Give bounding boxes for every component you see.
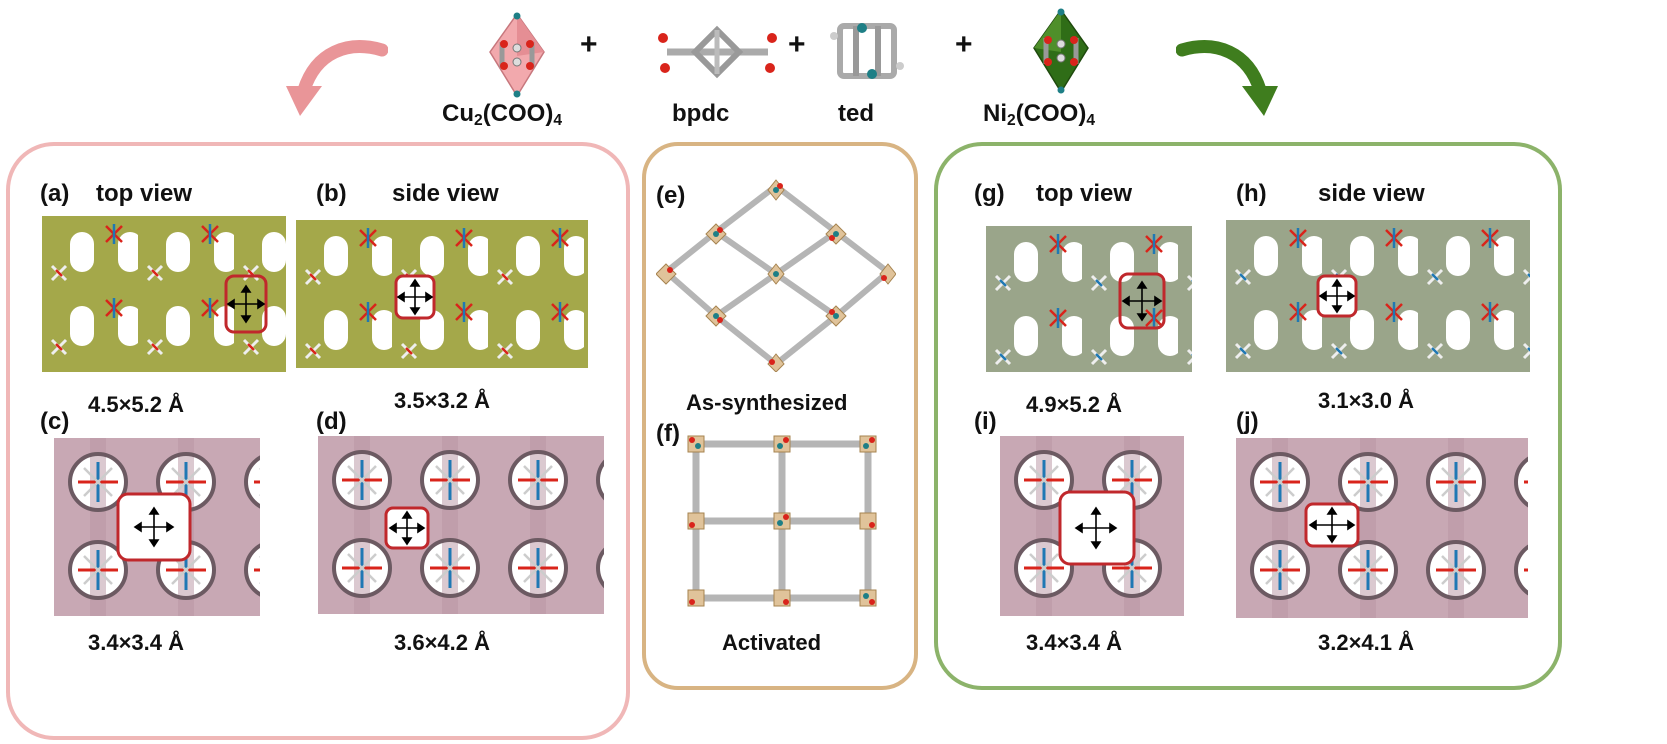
panel-i-dimension: 3.4×3.4 Å: [1026, 630, 1123, 655]
panel-h-dimension: 3.1×3.0 Å: [1318, 388, 1415, 413]
panel-e-caption: As-synthesized: [686, 390, 848, 415]
panel-b-dimension: 3.5×3.2 Å: [394, 388, 491, 413]
panel-h-view-label: side view: [1318, 180, 1425, 207]
panel-g-tag: (g): [974, 180, 1005, 207]
panel-i-tag: (i): [974, 408, 997, 435]
panel-d-tag: (d): [316, 408, 347, 435]
bpdc-label: bpdc: [672, 100, 730, 127]
panel-c-image: [54, 438, 260, 616]
plus-sign-2: +: [788, 28, 806, 61]
ni-paddlewheel-icon: [1026, 8, 1096, 94]
plus-sign-3: +: [955, 28, 973, 61]
panel-b-tag: (b): [316, 180, 347, 207]
cu-mof-panel: [6, 142, 630, 740]
ted-molecule-icon: [826, 16, 908, 86]
panel-g-view-label: top view: [1036, 180, 1133, 207]
panel-a-image: [42, 216, 286, 372]
panel-j-image: [1236, 438, 1528, 618]
panel-d-dimension: 3.6×4.2 Å: [394, 630, 491, 655]
panel-j-tag: (j): [1236, 408, 1259, 435]
ted-label: ted: [838, 100, 874, 127]
panel-e-image: [656, 176, 896, 372]
ni-mof-panel: [934, 142, 1562, 690]
panel-g-dimension: 4.9×5.2 Å: [1026, 392, 1123, 417]
panel-f-caption: Activated: [722, 630, 822, 655]
panel-f-image: [676, 426, 888, 616]
panel-c-dimension: 3.4×3.4 Å: [88, 630, 185, 655]
panel-b-image: [296, 220, 588, 368]
panel-c-tag: (c): [40, 408, 70, 435]
panel-j-dimension: 3.2×4.1 Å: [1318, 630, 1415, 655]
panel-e-tag: (e): [656, 182, 686, 209]
cu-paddlewheel-icon: [482, 12, 552, 98]
panel-h-image: [1226, 220, 1530, 372]
ni-formula-label: Ni2(COO)4: [983, 100, 1096, 129]
panel-f-tag: (f): [656, 420, 680, 447]
panel-d-image: [318, 436, 604, 614]
panel-a-view-label: top view: [96, 180, 193, 207]
panel-i-image: [1000, 436, 1184, 616]
bpdc-molecule-icon: [655, 16, 780, 88]
panel-a-dimension: 4.5×5.2 Å: [88, 392, 185, 417]
cu-curved-arrow: [286, 40, 388, 116]
center-framework-panel: [642, 142, 918, 690]
panel-b-view-label: side view: [392, 180, 499, 207]
panel-a-tag: (a): [40, 180, 70, 207]
panel-h-tag: (h): [1236, 180, 1267, 207]
cu-formula-label: Cu2(COO)4: [442, 100, 563, 129]
panel-g-image: [986, 226, 1192, 372]
plus-sign-1: +: [580, 28, 598, 61]
ni-curved-arrow: [1176, 40, 1278, 116]
